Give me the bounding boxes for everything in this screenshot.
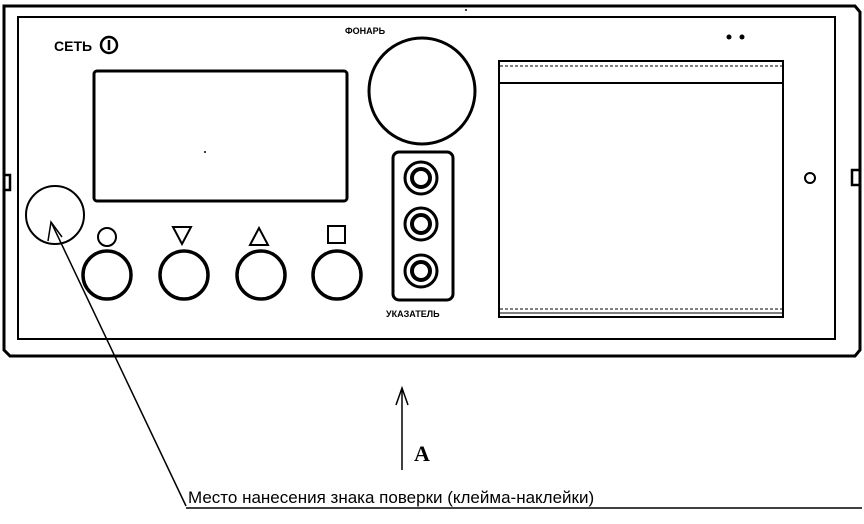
circle-symbol-icon [97, 227, 117, 247]
verification-mark-circle [25, 185, 85, 245]
view-arrow-icon [395, 385, 409, 470]
front-plate [17, 16, 836, 340]
triangle-up-icon [248, 225, 270, 246]
right-side-notch [850, 168, 860, 187]
indicator-label: УКАЗАТЕЛЬ [386, 309, 440, 319]
chart-window [498, 60, 784, 318]
verification-caption: Место нанесения знака поверки (клейма-на… [188, 488, 594, 507]
main-display [92, 69, 349, 203]
power-label: СЕТЬ [54, 38, 92, 54]
status-dot-left [726, 34, 732, 40]
indicator-connector-block [391, 150, 455, 302]
lamp-window [367, 36, 477, 146]
indicator-connector-1[interactable] [403, 160, 439, 196]
panel-screw [804, 172, 816, 184]
display-dust-dot [204, 151, 206, 153]
square-symbol-icon [327, 225, 346, 244]
indicator-connector-2[interactable] [403, 206, 439, 242]
button-down[interactable] [158, 249, 210, 301]
view-letter: А [414, 441, 430, 466]
stray-dot [465, 9, 467, 11]
lamp-label: ФОНАРЬ [345, 26, 386, 36]
housing-outline [2, 4, 862, 358]
button-square[interactable] [311, 249, 363, 301]
status-dot-right [739, 34, 745, 40]
button-up[interactable] [235, 249, 287, 301]
leader-line [47, 220, 862, 509]
left-side-notch [4, 173, 12, 192]
triangle-down-icon [171, 226, 193, 247]
power-switch-icon[interactable] [99, 35, 119, 55]
button-circle[interactable] [81, 249, 133, 301]
indicator-connector-3[interactable] [403, 253, 439, 289]
